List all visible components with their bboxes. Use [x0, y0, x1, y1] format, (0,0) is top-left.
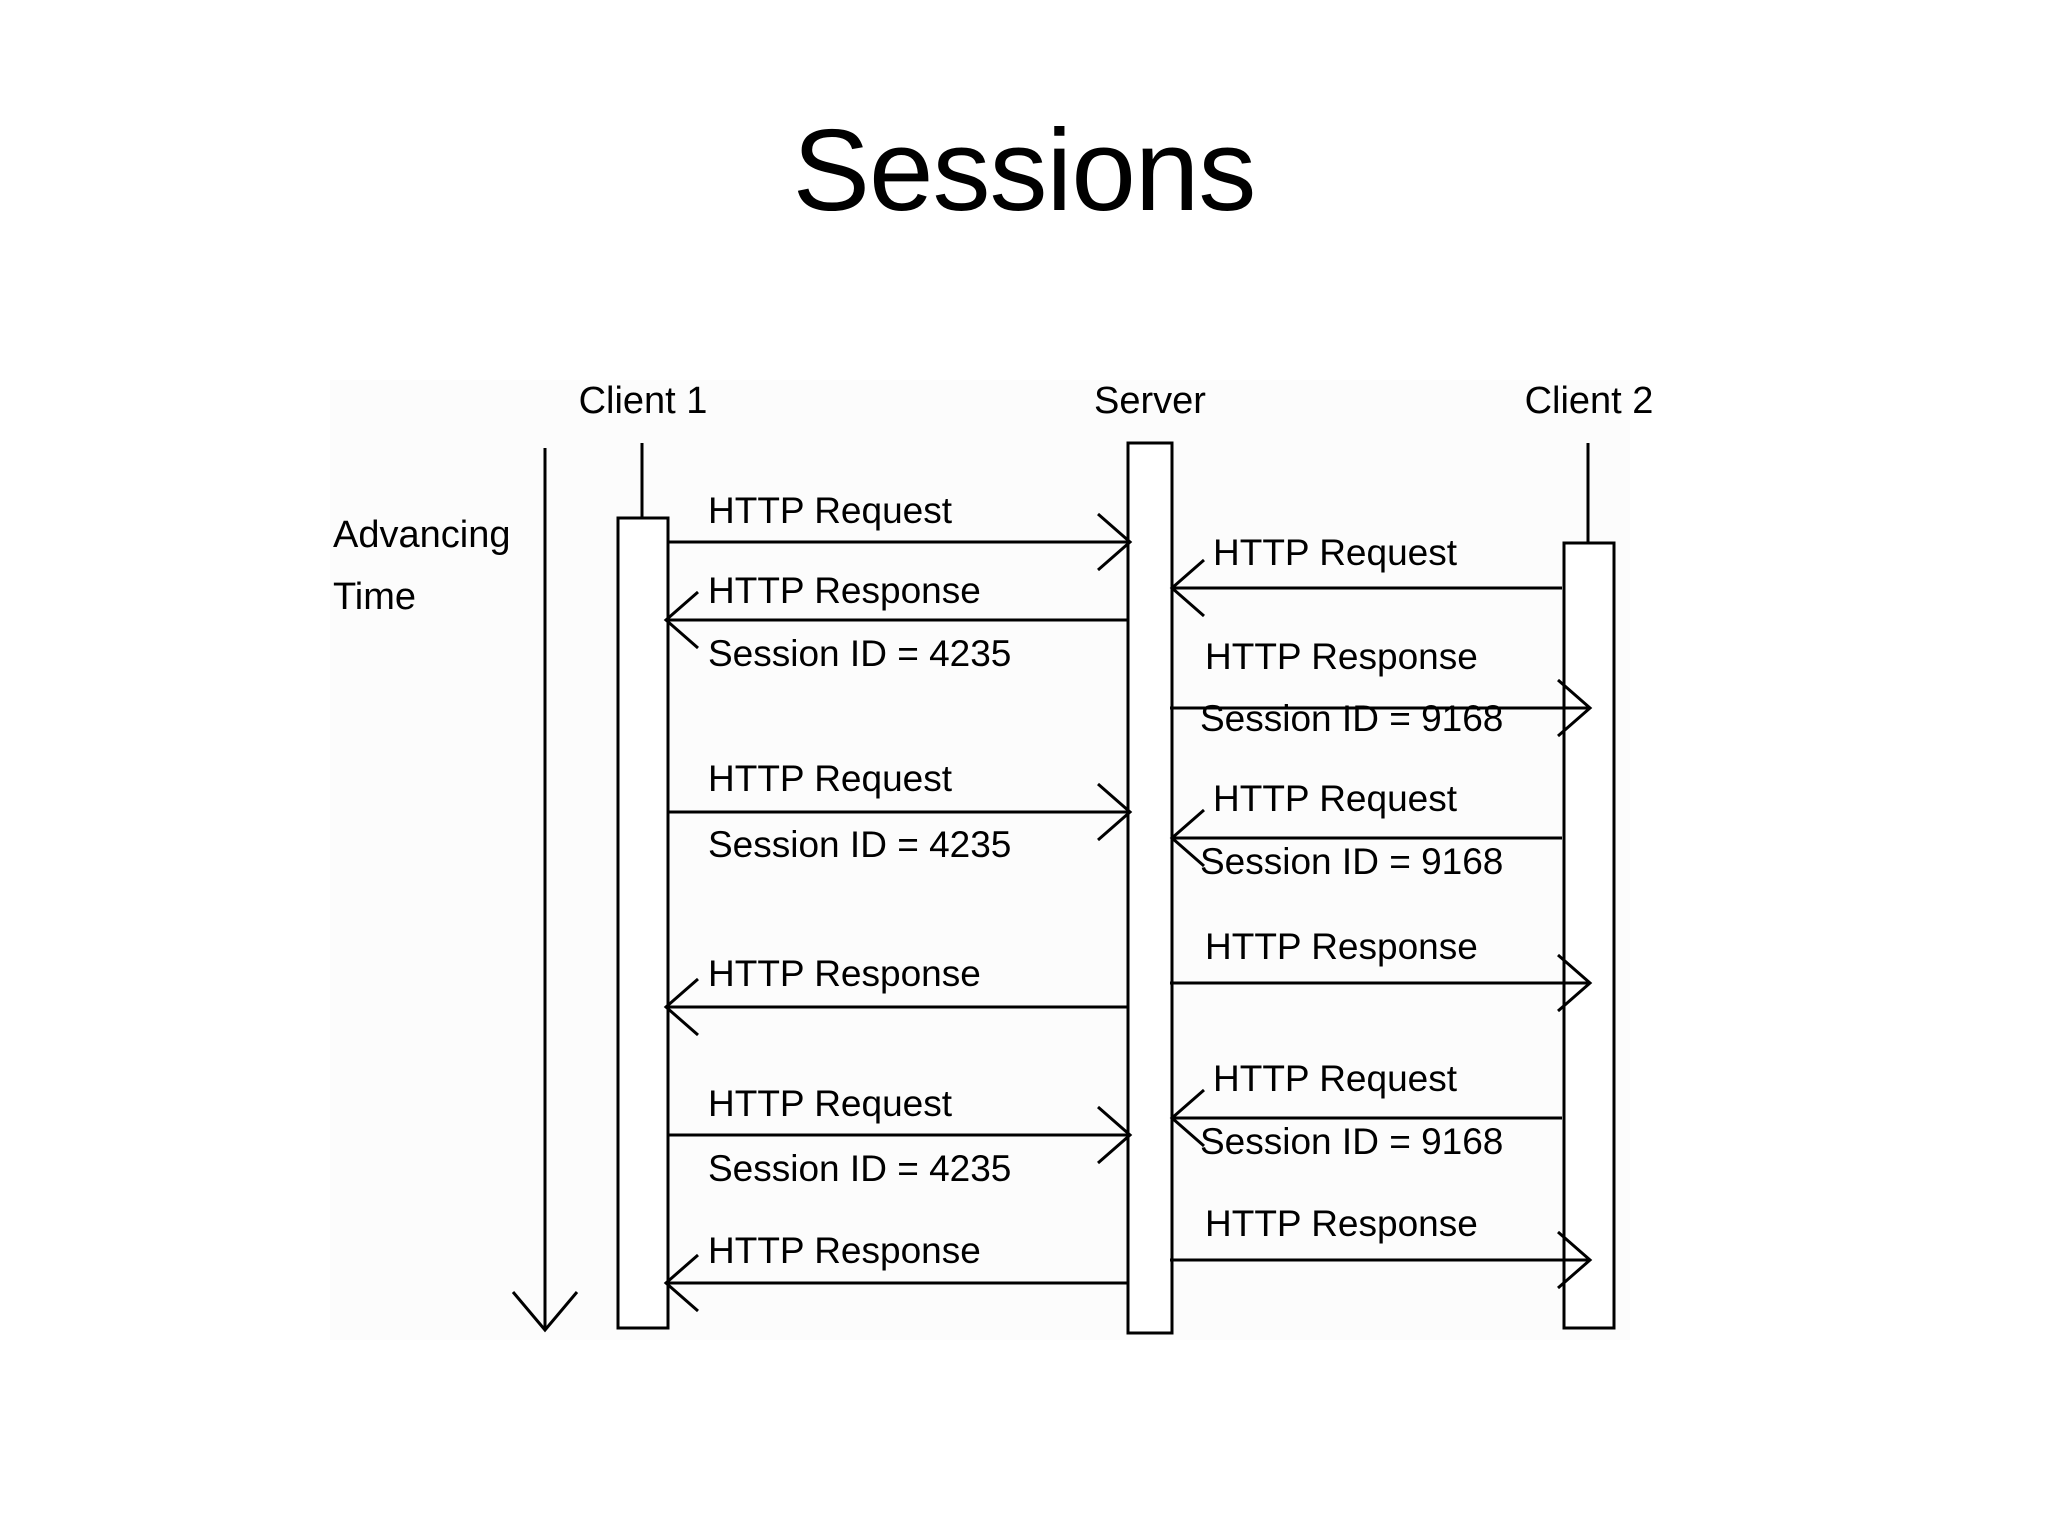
- page-title: Sessions: [792, 105, 1257, 235]
- message-label-m5: HTTP Request: [708, 758, 953, 799]
- advancing-time-arrow: [511, 448, 579, 1333]
- advancing-time-label-line2: Time: [333, 576, 417, 618]
- message-label-m12: HTTP Response: [708, 1230, 981, 1271]
- lifeline-client-1: [616, 443, 670, 1330]
- message-arrow-m10: [668, 1105, 1133, 1165]
- message-arrow-m12: [663, 1253, 1128, 1313]
- message-arrow-m6: [1169, 808, 1562, 868]
- message-label-m1: HTTP Request: [708, 490, 953, 531]
- message-sublabel-m10: Session ID = 4235: [708, 1148, 1012, 1189]
- lifeline-label-server: Server: [1094, 380, 1206, 422]
- message-label-m7: HTTP Response: [1205, 926, 1478, 967]
- lifeline-server: [1126, 441, 1174, 1335]
- advancing-time-label-line1: Advancing: [333, 514, 511, 556]
- diagram-canvas: [330, 380, 1630, 1340]
- message-arrow-m3: [663, 590, 1128, 650]
- message-arrow-m1: [668, 512, 1133, 572]
- message-arrow-m7: [1170, 953, 1593, 1013]
- message-arrow-m5: [668, 782, 1133, 842]
- message-arrow-m4: [1170, 678, 1593, 738]
- message-sublabel-m6: Session ID = 9168: [1200, 841, 1504, 882]
- message-arrow-m2: [1169, 558, 1562, 618]
- message-label-m10: HTTP Request: [708, 1083, 953, 1124]
- message-label-m3: HTTP Response: [708, 570, 981, 611]
- message-sublabel-m9: Session ID = 9168: [1200, 1121, 1504, 1162]
- message-label-m2: HTTP Request: [1213, 532, 1458, 573]
- message-label-m8: HTTP Response: [708, 953, 981, 994]
- message-sublabel-m4: Session ID = 9168: [1200, 698, 1504, 739]
- message-sublabel-m5: Session ID = 4235: [708, 824, 1012, 865]
- message-sublabel-m3: Session ID = 4235: [708, 633, 1012, 674]
- message-arrow-m9: [1169, 1088, 1562, 1148]
- lifeline-label-client-2: Client 2: [1524, 380, 1654, 422]
- lifeline-client-2: [1562, 443, 1616, 1330]
- message-label-m4: HTTP Response: [1205, 636, 1478, 677]
- message-label-m11: HTTP Response: [1205, 1203, 1478, 1244]
- message-arrow-m11: [1170, 1230, 1593, 1290]
- message-arrow-m8: [663, 977, 1128, 1037]
- message-label-m9: HTTP Request: [1213, 1058, 1458, 1099]
- lifeline-label-client-1: Client 1: [578, 380, 708, 422]
- message-label-m6: HTTP Request: [1213, 778, 1458, 819]
